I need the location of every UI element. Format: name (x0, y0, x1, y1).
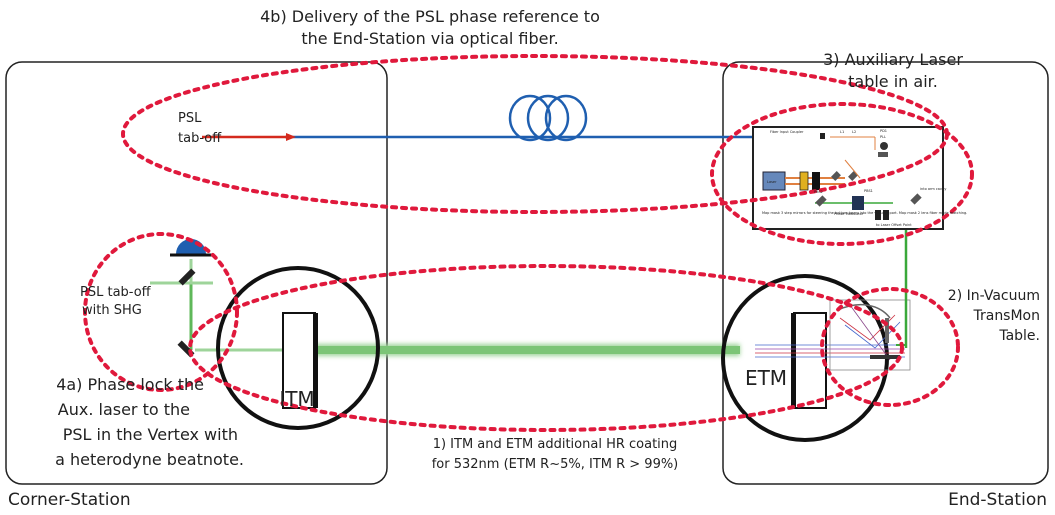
table-pd-label: PD1 (880, 129, 887, 133)
table-l2-label: L2 (852, 130, 856, 134)
table-into-arm-label: into arm cavity (920, 187, 946, 191)
coating-line1: 1) ITM and ETM additional HR coating (433, 437, 678, 452)
psl-shg-ellipse (83, 232, 239, 392)
aux-table-ellipse (710, 102, 974, 246)
table-pbs2-label: PBS2 (814, 190, 823, 194)
arm-beam (310, 346, 740, 354)
transmon-line2: TransMon (972, 308, 1040, 324)
table-notes-label: Map mask 3 step mirrors for steering the… (762, 211, 967, 215)
corner-station-box (5, 61, 388, 485)
etm-optic (793, 312, 827, 409)
coating-ellipse (188, 264, 904, 432)
phase-lock-line4: a heterodyne beatnote. (55, 450, 244, 469)
etm-label: ETM (745, 366, 787, 390)
psl-shg-line1: PSL tab-off (80, 285, 152, 300)
phase-lock-line3: PSL in the Vertex with (63, 425, 238, 444)
end-station-box (722, 61, 1049, 485)
psl-shg-line2: with SHG (82, 303, 142, 318)
psl-tab-off-line2: tab-off (178, 131, 222, 146)
psl-red-arrowhead (286, 133, 296, 141)
transmon-table-sketch (829, 299, 911, 371)
transmon-line1: 2) In-Vacuum (948, 288, 1040, 304)
fiber-coil-icon (508, 94, 588, 142)
aux-laser-title-line2: table in air. (848, 72, 938, 91)
table-fiber-coupler-label: Fiber Input Coupler (770, 130, 804, 134)
phase-lock-line2: Aux. laser to the (58, 400, 190, 419)
table-laser-label: Laser (767, 180, 777, 184)
table-to-laser-label: to Laser Offset Point (876, 223, 912, 227)
transmon-ellipse (820, 287, 960, 407)
etm-hr-coating (791, 313, 796, 408)
phase-lock-line1: 4a) Phase lock the (56, 375, 204, 394)
coating-line2: for 532nm (ETM R~5%, ITM R > 99%) (432, 457, 679, 472)
aux-laser-title-line1: 3) Auxiliary Laser (823, 50, 963, 69)
transmon-line3: Table. (998, 328, 1040, 344)
itm-label: ITM (279, 387, 314, 411)
itm-circle (216, 266, 380, 430)
itm-hr-coating (313, 313, 318, 408)
psl-tab-off-line1: PSL (178, 111, 202, 126)
beamsplitter-mirror (178, 268, 196, 286)
itm-optic (282, 312, 316, 409)
table-phase-mod-label: Phase Modulator (834, 212, 864, 216)
table-l1-label: L1 (840, 130, 844, 134)
end-station-label: End-Station (948, 490, 1047, 510)
corner-station-label: Corner-Station (8, 490, 131, 510)
fiber-delivery-title-line1: 4b) Delivery of the PSL phase reference … (260, 7, 600, 26)
table-pbs1-label: PBS1 (864, 189, 873, 193)
fiber-delivery-title-line2: the End-Station via optical fiber. (301, 29, 558, 48)
aux-laser-table (752, 126, 944, 230)
table-pll-label: PLL (880, 135, 886, 139)
